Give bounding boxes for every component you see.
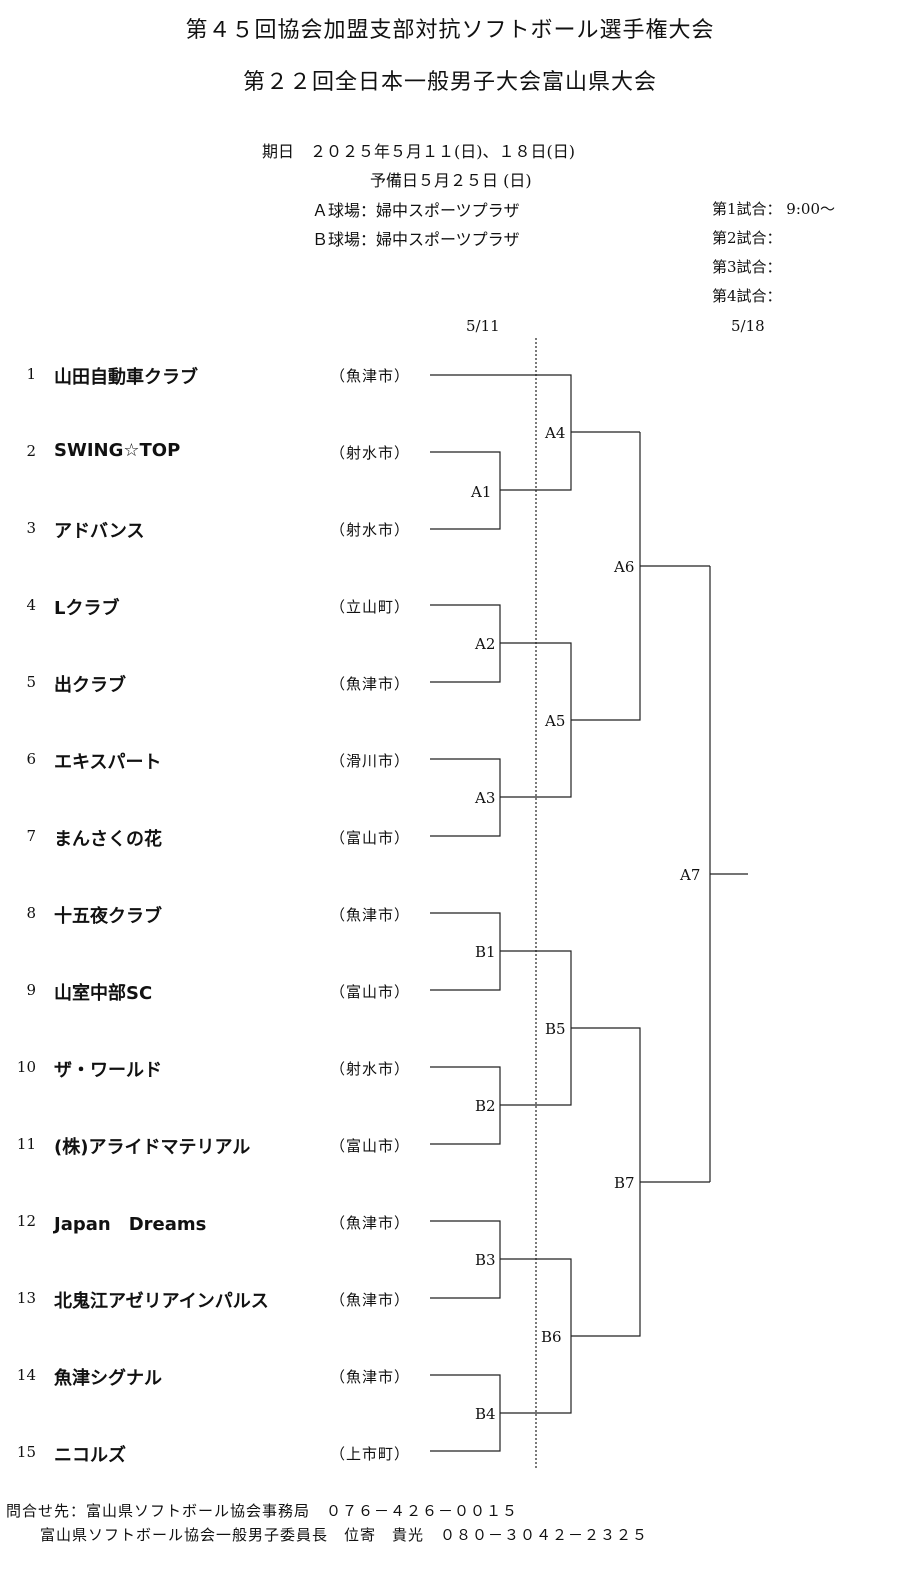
game-4-time: 第4試合： [712, 287, 782, 305]
match-label-a5: A5 [545, 712, 566, 730]
title-line-1: 第４５回協会加盟支部対抗ソフトボール選手権大会 [185, 18, 715, 43]
team-name: ザ・ワールド [54, 1060, 162, 1081]
team-city: （魚津市） [330, 1368, 411, 1386]
team-city: （魚津市） [330, 675, 411, 693]
team-number: 2 [26, 442, 36, 460]
team-name: 山田自動車クラブ [54, 367, 198, 388]
day-label-2: 5/18 [731, 317, 765, 335]
match-label-b7: B7 [614, 1174, 635, 1192]
match-label-a6: A6 [614, 558, 635, 576]
team-name: 出クラブ [54, 675, 126, 696]
team-name: (株)アライドマテリアル [54, 1137, 251, 1158]
match-label-b1: B1 [475, 943, 496, 961]
team-number: 10 [16, 1058, 36, 1076]
team-city: （滑川市） [330, 752, 411, 770]
team-city: （立山町） [330, 598, 411, 616]
match-label-a2: A2 [475, 635, 496, 653]
team-number: 13 [16, 1289, 36, 1307]
team-city: （魚津市） [330, 1291, 411, 1309]
team-number: 15 [16, 1443, 36, 1461]
team-city: （射水市） [330, 1060, 411, 1078]
match-label-a7: A7 [680, 866, 701, 884]
team-name: アドバンス [54, 521, 145, 542]
game-1-time: 第1試合： 9:00～ [712, 200, 835, 218]
team-number: 8 [26, 904, 36, 922]
team-city: （射水市） [330, 521, 411, 539]
team-name: ニコルズ [54, 1445, 126, 1466]
game-3-time: 第3試合： [712, 258, 782, 276]
team-name: SWING☆TOP [54, 440, 181, 461]
team-name: 魚津シグナル [54, 1368, 162, 1389]
team-name: 北鬼江アゼリアインパルス [54, 1291, 269, 1312]
team-city: （射水市） [330, 444, 411, 462]
team-number: 11 [16, 1135, 36, 1153]
team-number: 5 [26, 673, 36, 691]
match-label-b3: B3 [475, 1251, 496, 1269]
match-label-b4: B4 [475, 1405, 496, 1423]
team-city: （魚津市） [330, 367, 411, 385]
team-name: Japan Dreams [54, 1214, 207, 1235]
footer-contact-2: 富山県ソフトボール協会一般男子委員長 位寄 貴光 ０８０－３０４２－２３２５ [40, 1526, 649, 1544]
team-name: エキスパート [54, 752, 162, 773]
team-city: （富山市） [330, 1137, 411, 1155]
match-label-a3: A3 [475, 789, 496, 807]
title-line-2: 第２２回全日本一般男子大会富山県大会 [242, 70, 657, 95]
venue-b: Ｂ球場：婦中スポーツプラザ [312, 230, 520, 249]
team-name: 十五夜クラブ [54, 906, 162, 927]
team-name: 山室中部SC [54, 983, 153, 1004]
team-city: （魚津市） [330, 906, 411, 924]
team-number: 14 [16, 1366, 36, 1384]
venue-a: Ａ球場：婦中スポーツプラザ [312, 201, 520, 220]
team-city: （上市町） [330, 1445, 411, 1463]
event-date: 期日 ２０２５年５月１１(日)、１８日(日) [262, 142, 575, 161]
team-city: （富山市） [330, 983, 411, 1001]
bracket-line [571, 432, 641, 721]
team-city: （魚津市） [330, 1214, 411, 1232]
match-label-a1: A1 [471, 483, 492, 501]
team-number: 1 [26, 365, 36, 383]
day-label-1: 5/11 [466, 317, 500, 335]
team-name: まんさくの花 [54, 829, 162, 850]
game-2-time: 第2試合： [712, 229, 782, 247]
reserve-date: 予備日５月２５日 (日) [370, 171, 532, 190]
team-name: Lクラブ [54, 598, 120, 619]
match-label-b5: B5 [545, 1020, 566, 1038]
match-label-b2: B2 [475, 1097, 496, 1115]
team-number: 3 [26, 519, 36, 537]
match-label-a4: A4 [545, 424, 566, 442]
match-label-b6: B6 [541, 1328, 562, 1346]
team-city: （富山市） [330, 829, 411, 847]
team-number: 7 [26, 827, 36, 845]
footer-contact-1: 問合せ先：富山県ソフトボール協会事務局 ０７６－４２６－００１５ [6, 1502, 519, 1520]
team-number: 12 [16, 1212, 36, 1230]
team-number: 9 [26, 981, 36, 999]
bracket-line [430, 451, 501, 530]
team-number: 6 [26, 750, 36, 768]
team-number: 4 [26, 596, 36, 614]
